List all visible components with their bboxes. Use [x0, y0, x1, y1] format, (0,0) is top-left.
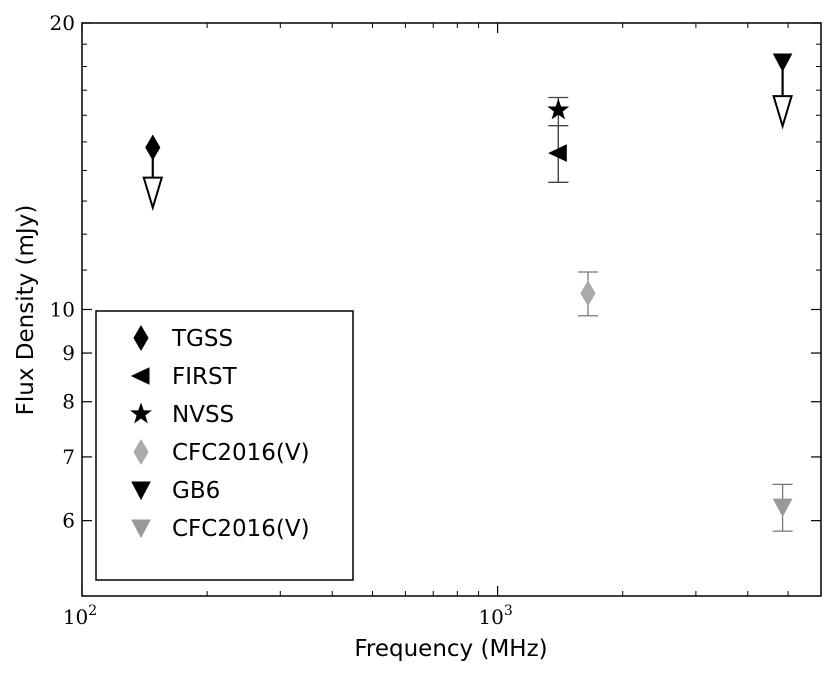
x-tick-base: 10 [63, 605, 88, 629]
upper-limit-arrow [142, 176, 164, 212]
legend-marker [130, 367, 150, 385]
y-tick-label: 10 [50, 298, 75, 322]
upper-limit-arrow [772, 95, 793, 130]
data-point [145, 134, 161, 161]
x-tick-exp: 3 [504, 603, 513, 619]
data-point [548, 144, 567, 162]
x-axis-title: Frequency (MHz) [354, 636, 547, 662]
legend-label: TGSS [171, 326, 233, 352]
x-tick-exp: 2 [88, 603, 97, 619]
data-point [547, 98, 570, 120]
y-tick-label: 7 [62, 445, 75, 469]
legend-marker [133, 439, 149, 465]
data-point [772, 53, 793, 73]
legend-label: FIRST [172, 364, 238, 390]
legend-label: GB6 [172, 478, 220, 504]
y-tick-label: 6 [62, 509, 75, 533]
y-tick-label: 20 [50, 11, 75, 35]
legend-marker [133, 325, 149, 351]
legend-marker [130, 402, 152, 424]
x-tick-label: 103 [478, 603, 512, 629]
y-tick-label: 8 [62, 390, 75, 414]
x-tick-base: 10 [478, 605, 503, 629]
data-markers [145, 53, 793, 518]
legend-label: NVSS [172, 402, 234, 428]
data-point [772, 498, 793, 518]
y-tick-label: 9 [62, 341, 75, 365]
legend-marker [131, 481, 151, 501]
legend-label: CFC2016(V) [172, 516, 310, 542]
legend-label: CFC2016(V) [172, 440, 310, 466]
data-point [580, 280, 596, 307]
y-axis-title: Flux Density (mJy) [13, 205, 39, 416]
x-tick-label: 102 [63, 603, 97, 629]
legend-marker [131, 519, 151, 539]
